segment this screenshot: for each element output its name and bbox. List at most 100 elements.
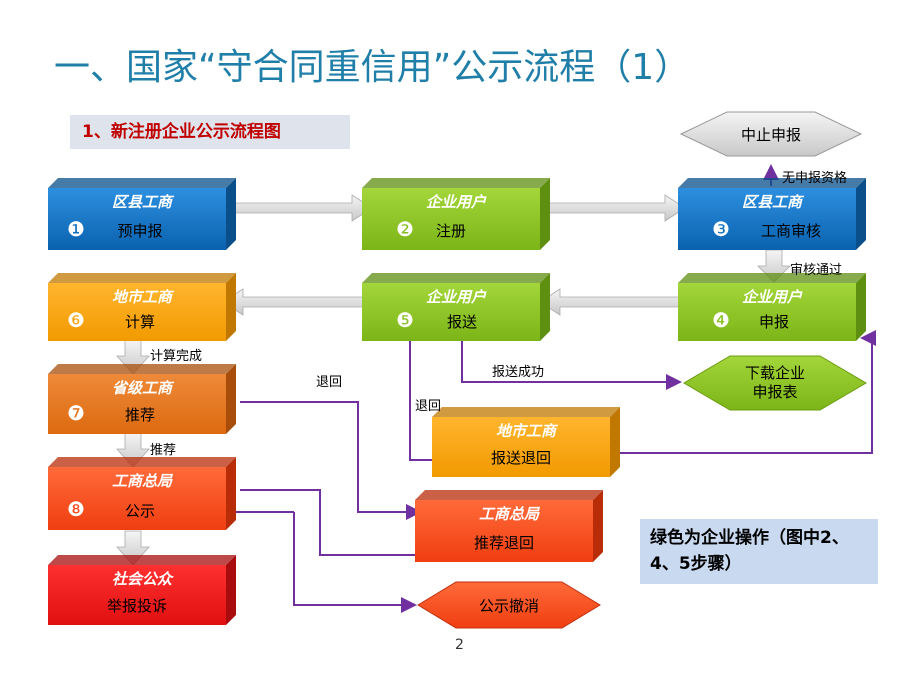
label-no-qualification: 无申报资格 bbox=[782, 170, 847, 186]
process-box-b4: 企业用户 ❹ 申报 bbox=[678, 273, 866, 341]
box-head-label: 省级工商 bbox=[112, 379, 175, 397]
box-body-label: 推荐退回 bbox=[474, 534, 534, 552]
box-top-face bbox=[415, 490, 603, 500]
box-body-label: 工商审核 bbox=[761, 222, 821, 240]
box-top-face bbox=[48, 555, 236, 565]
box-front-face bbox=[432, 417, 610, 477]
legend-note: 绿色为企业操作（图中2、4、5步骤） bbox=[640, 519, 878, 584]
process-box-b1: 区县工商 ❶ 预申报 bbox=[48, 178, 236, 250]
diamond-revoke: 公示撤消 bbox=[417, 581, 601, 629]
box-side-face bbox=[856, 178, 866, 250]
arrow-5-6 bbox=[222, 288, 366, 316]
subtitle: 1、新注册企业公示流程图 bbox=[70, 115, 350, 149]
box-body-label: 报送退回 bbox=[491, 449, 551, 467]
box-front-face bbox=[48, 467, 226, 530]
box-body-label: 报送 bbox=[447, 313, 477, 331]
step-number-badge: ❷ bbox=[396, 217, 414, 241]
label-approved: 审核通过 bbox=[790, 263, 842, 278]
box-side-face bbox=[610, 407, 620, 477]
box-side-face bbox=[226, 273, 236, 341]
box-head-label: 企业用户 bbox=[426, 288, 487, 306]
arrow-2-3 bbox=[547, 194, 686, 222]
step-number-badge: ❹ bbox=[712, 308, 730, 332]
box-top-face bbox=[48, 364, 236, 374]
box-head-label: 企业用户 bbox=[426, 193, 487, 211]
box-front-face bbox=[48, 374, 226, 434]
line-8-b11 bbox=[240, 489, 415, 556]
diamond-stop-label: 中止申报 bbox=[741, 126, 801, 144]
box-body-label: 公示 bbox=[125, 502, 155, 520]
diamond-revoke-label: 公示撤消 bbox=[479, 597, 539, 615]
label-recommend: 推荐 bbox=[150, 443, 176, 458]
box-side-face bbox=[226, 457, 236, 530]
box-head-label: 工商总局 bbox=[112, 472, 173, 490]
box-top-face bbox=[48, 273, 236, 283]
box-body-label: 举报投诉 bbox=[107, 597, 167, 615]
box-side-face bbox=[540, 273, 550, 341]
step-number-badge: ❸ bbox=[712, 217, 730, 241]
box-body-label: 推荐 bbox=[125, 406, 155, 424]
box-head-label: 地市工商 bbox=[112, 288, 175, 306]
box-head-label: 区县工商 bbox=[112, 193, 175, 211]
step-number-badge: ❶ bbox=[67, 217, 85, 241]
box-side-face bbox=[226, 178, 236, 250]
box-body-label: 预申报 bbox=[117, 222, 162, 240]
box-side-face bbox=[540, 178, 550, 250]
box-top-face bbox=[48, 457, 236, 467]
label-return-1: 退回 bbox=[316, 375, 342, 390]
label-report-ok: 报送成功 bbox=[492, 365, 544, 380]
box-front-face bbox=[48, 188, 226, 250]
box-top-face bbox=[362, 178, 550, 188]
diamond-stop: 中止申报 bbox=[679, 111, 863, 157]
label-return-2: 退回 bbox=[415, 399, 441, 414]
step-number-badge: ❺ bbox=[396, 308, 414, 332]
process-box-b6: 地市工商 ❻ 计算 bbox=[48, 273, 236, 341]
step-number-badge: ❽ bbox=[67, 497, 85, 521]
box-body-label: 计算 bbox=[125, 313, 155, 331]
box-front-face bbox=[678, 188, 856, 250]
label-calc-done: 计算完成 bbox=[150, 349, 202, 364]
line-8-revoke bbox=[293, 512, 417, 613]
box-side-face bbox=[226, 555, 236, 625]
process-box-b7: 省级工商 ❼ 推荐 bbox=[48, 364, 236, 434]
box-top-face bbox=[678, 178, 866, 188]
page-number: 2 bbox=[455, 637, 464, 653]
diamond-download-line2: 申报表 bbox=[752, 383, 797, 401]
box-front-face bbox=[415, 500, 593, 562]
step-number-badge: ❻ bbox=[67, 308, 85, 332]
box-head-label: 工商总局 bbox=[479, 505, 540, 523]
box-front-face bbox=[48, 283, 226, 341]
box-front-face bbox=[362, 283, 540, 341]
box-front-face bbox=[362, 188, 540, 250]
box-head-label: 社会公众 bbox=[112, 570, 174, 588]
box-body-label: 申报 bbox=[759, 313, 789, 331]
box-head-label: 地市工商 bbox=[496, 422, 559, 440]
box-side-face bbox=[226, 364, 236, 434]
box-front-face bbox=[48, 565, 226, 625]
box-top-face bbox=[678, 273, 866, 283]
page-title: 一、国家“守合同重信用”公示流程（1） bbox=[54, 47, 691, 88]
process-box-b5: 企业用户 ❺ 报送 bbox=[362, 273, 550, 341]
box-top-face bbox=[48, 178, 236, 188]
box-side-face bbox=[856, 273, 866, 341]
box-side-face bbox=[593, 490, 603, 562]
line-7-return bbox=[240, 401, 422, 520]
diamond-download: 下载企业 申报表 bbox=[683, 355, 867, 411]
arrow-4-5 bbox=[539, 288, 681, 316]
box-front-face bbox=[678, 283, 856, 341]
connector-labels: 无申报资格 审核通过 计算完成 推荐 报送成功 退回 退回 bbox=[150, 170, 847, 458]
diamond-download-line1: 下载企业 bbox=[745, 364, 805, 382]
line-return-4 bbox=[610, 330, 876, 454]
process-box-b8: 工商总局 ❽ 公示 bbox=[48, 457, 236, 530]
box-head-label: 企业用户 bbox=[742, 288, 803, 306]
box-top-face bbox=[362, 273, 550, 283]
step-number-badge: ❼ bbox=[67, 401, 85, 425]
arrow-1-2 bbox=[234, 194, 373, 222]
box-top-face bbox=[432, 407, 620, 417]
